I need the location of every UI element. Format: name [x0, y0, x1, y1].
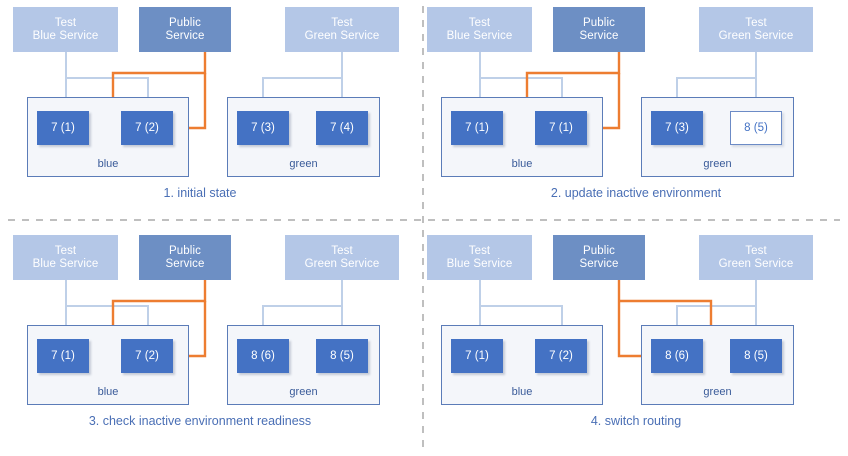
- panel-caption: 1. initial state: [163, 186, 237, 200]
- wire-testblue-to-inst2: [66, 305, 149, 329]
- environment-green-label: green: [289, 386, 318, 398]
- service-test-blue-line1: Test: [468, 16, 491, 29]
- service-public-line2: Service: [579, 29, 619, 42]
- environment-blue-label: blue: [511, 386, 533, 398]
- service-public-line2: Service: [165, 29, 205, 42]
- instance-box[interactable]: 7 (1): [37, 111, 89, 145]
- instance-box[interactable]: 7 (1): [535, 111, 587, 145]
- service-test-green-line1: Test: [745, 16, 767, 29]
- panel-caption: 2. update inactive environment: [550, 186, 722, 200]
- instance-box[interactable]: 8 (6): [651, 339, 703, 373]
- service-public-line1: Public: [169, 244, 201, 257]
- instance-box[interactable]: 7 (1): [451, 339, 503, 373]
- instance-box[interactable]: 8 (5): [730, 339, 782, 373]
- environment-blue-label: blue: [511, 158, 533, 170]
- service-test-blue-line2: Blue Service: [32, 29, 99, 42]
- service-test-blue-line2: Blue Service: [32, 257, 99, 270]
- service-test-green-line2: Green Service: [304, 257, 380, 270]
- service-test-green-line1: Test: [745, 244, 767, 257]
- environment-green-label: green: [703, 386, 732, 398]
- service-public-line1: Public: [583, 16, 615, 29]
- wire-testgreen-to-inst3: [262, 305, 342, 329]
- service-test-blue-line2: Blue Service: [446, 29, 513, 42]
- instance-box[interactable]: 7 (2): [121, 339, 173, 373]
- instance-box[interactable]: 7 (3): [237, 111, 289, 145]
- wire-testgreen-to-inst3: [262, 77, 342, 101]
- instance-box[interactable]: 7 (1): [451, 111, 503, 145]
- divider-horizontal: [8, 219, 840, 221]
- instance-box[interactable]: 8 (5): [316, 339, 368, 373]
- service-test-green-line2: Green Service: [718, 257, 794, 270]
- environment-blue-label: blue: [97, 386, 119, 398]
- divider-vertical: [422, 6, 424, 450]
- service-test-blue-line1: Test: [468, 244, 491, 257]
- service-public-line2: Service: [165, 257, 205, 270]
- instance-box[interactable]: 7 (2): [121, 111, 173, 145]
- wire-testgreen-to-inst3: [676, 77, 756, 101]
- service-test-green-line1: Test: [331, 244, 353, 257]
- wire-testblue-to-inst2: [66, 77, 149, 101]
- service-public-line1: Public: [169, 16, 201, 29]
- instance-box[interactable]: 7 (3): [651, 111, 703, 145]
- wire-public-to-inst3: [617, 280, 644, 358]
- environment-blue-label: blue: [97, 158, 119, 170]
- instance-box[interactable]: 7 (2): [535, 339, 587, 373]
- wire-testgreen-to-inst3: [676, 305, 756, 329]
- instance-box[interactable]: 8 (6): [237, 339, 289, 373]
- service-test-green-line2: Green Service: [304, 29, 380, 42]
- environment-green-label: green: [289, 158, 318, 170]
- service-test-blue-line1: Test: [54, 16, 77, 29]
- panel-caption: 4. switch routing: [590, 414, 682, 428]
- environment-green-label: green: [703, 158, 732, 170]
- instance-box[interactable]: 8 (5): [730, 111, 782, 145]
- wire-testblue-to-inst2: [480, 77, 563, 101]
- service-public-line1: Public: [583, 244, 615, 257]
- service-public-line2: Service: [579, 257, 619, 270]
- instance-box[interactable]: 7 (1): [37, 339, 89, 373]
- service-test-green-line1: Test: [331, 16, 353, 29]
- instance-box[interactable]: 7 (4): [316, 111, 368, 145]
- wire-testblue-to-inst2: [480, 305, 563, 329]
- panel-caption: 3. check inactive environment readiness: [88, 414, 312, 428]
- service-test-blue-line1: Test: [54, 244, 77, 257]
- service-test-green-line2: Green Service: [718, 29, 794, 42]
- service-test-blue-line2: Blue Service: [446, 257, 513, 270]
